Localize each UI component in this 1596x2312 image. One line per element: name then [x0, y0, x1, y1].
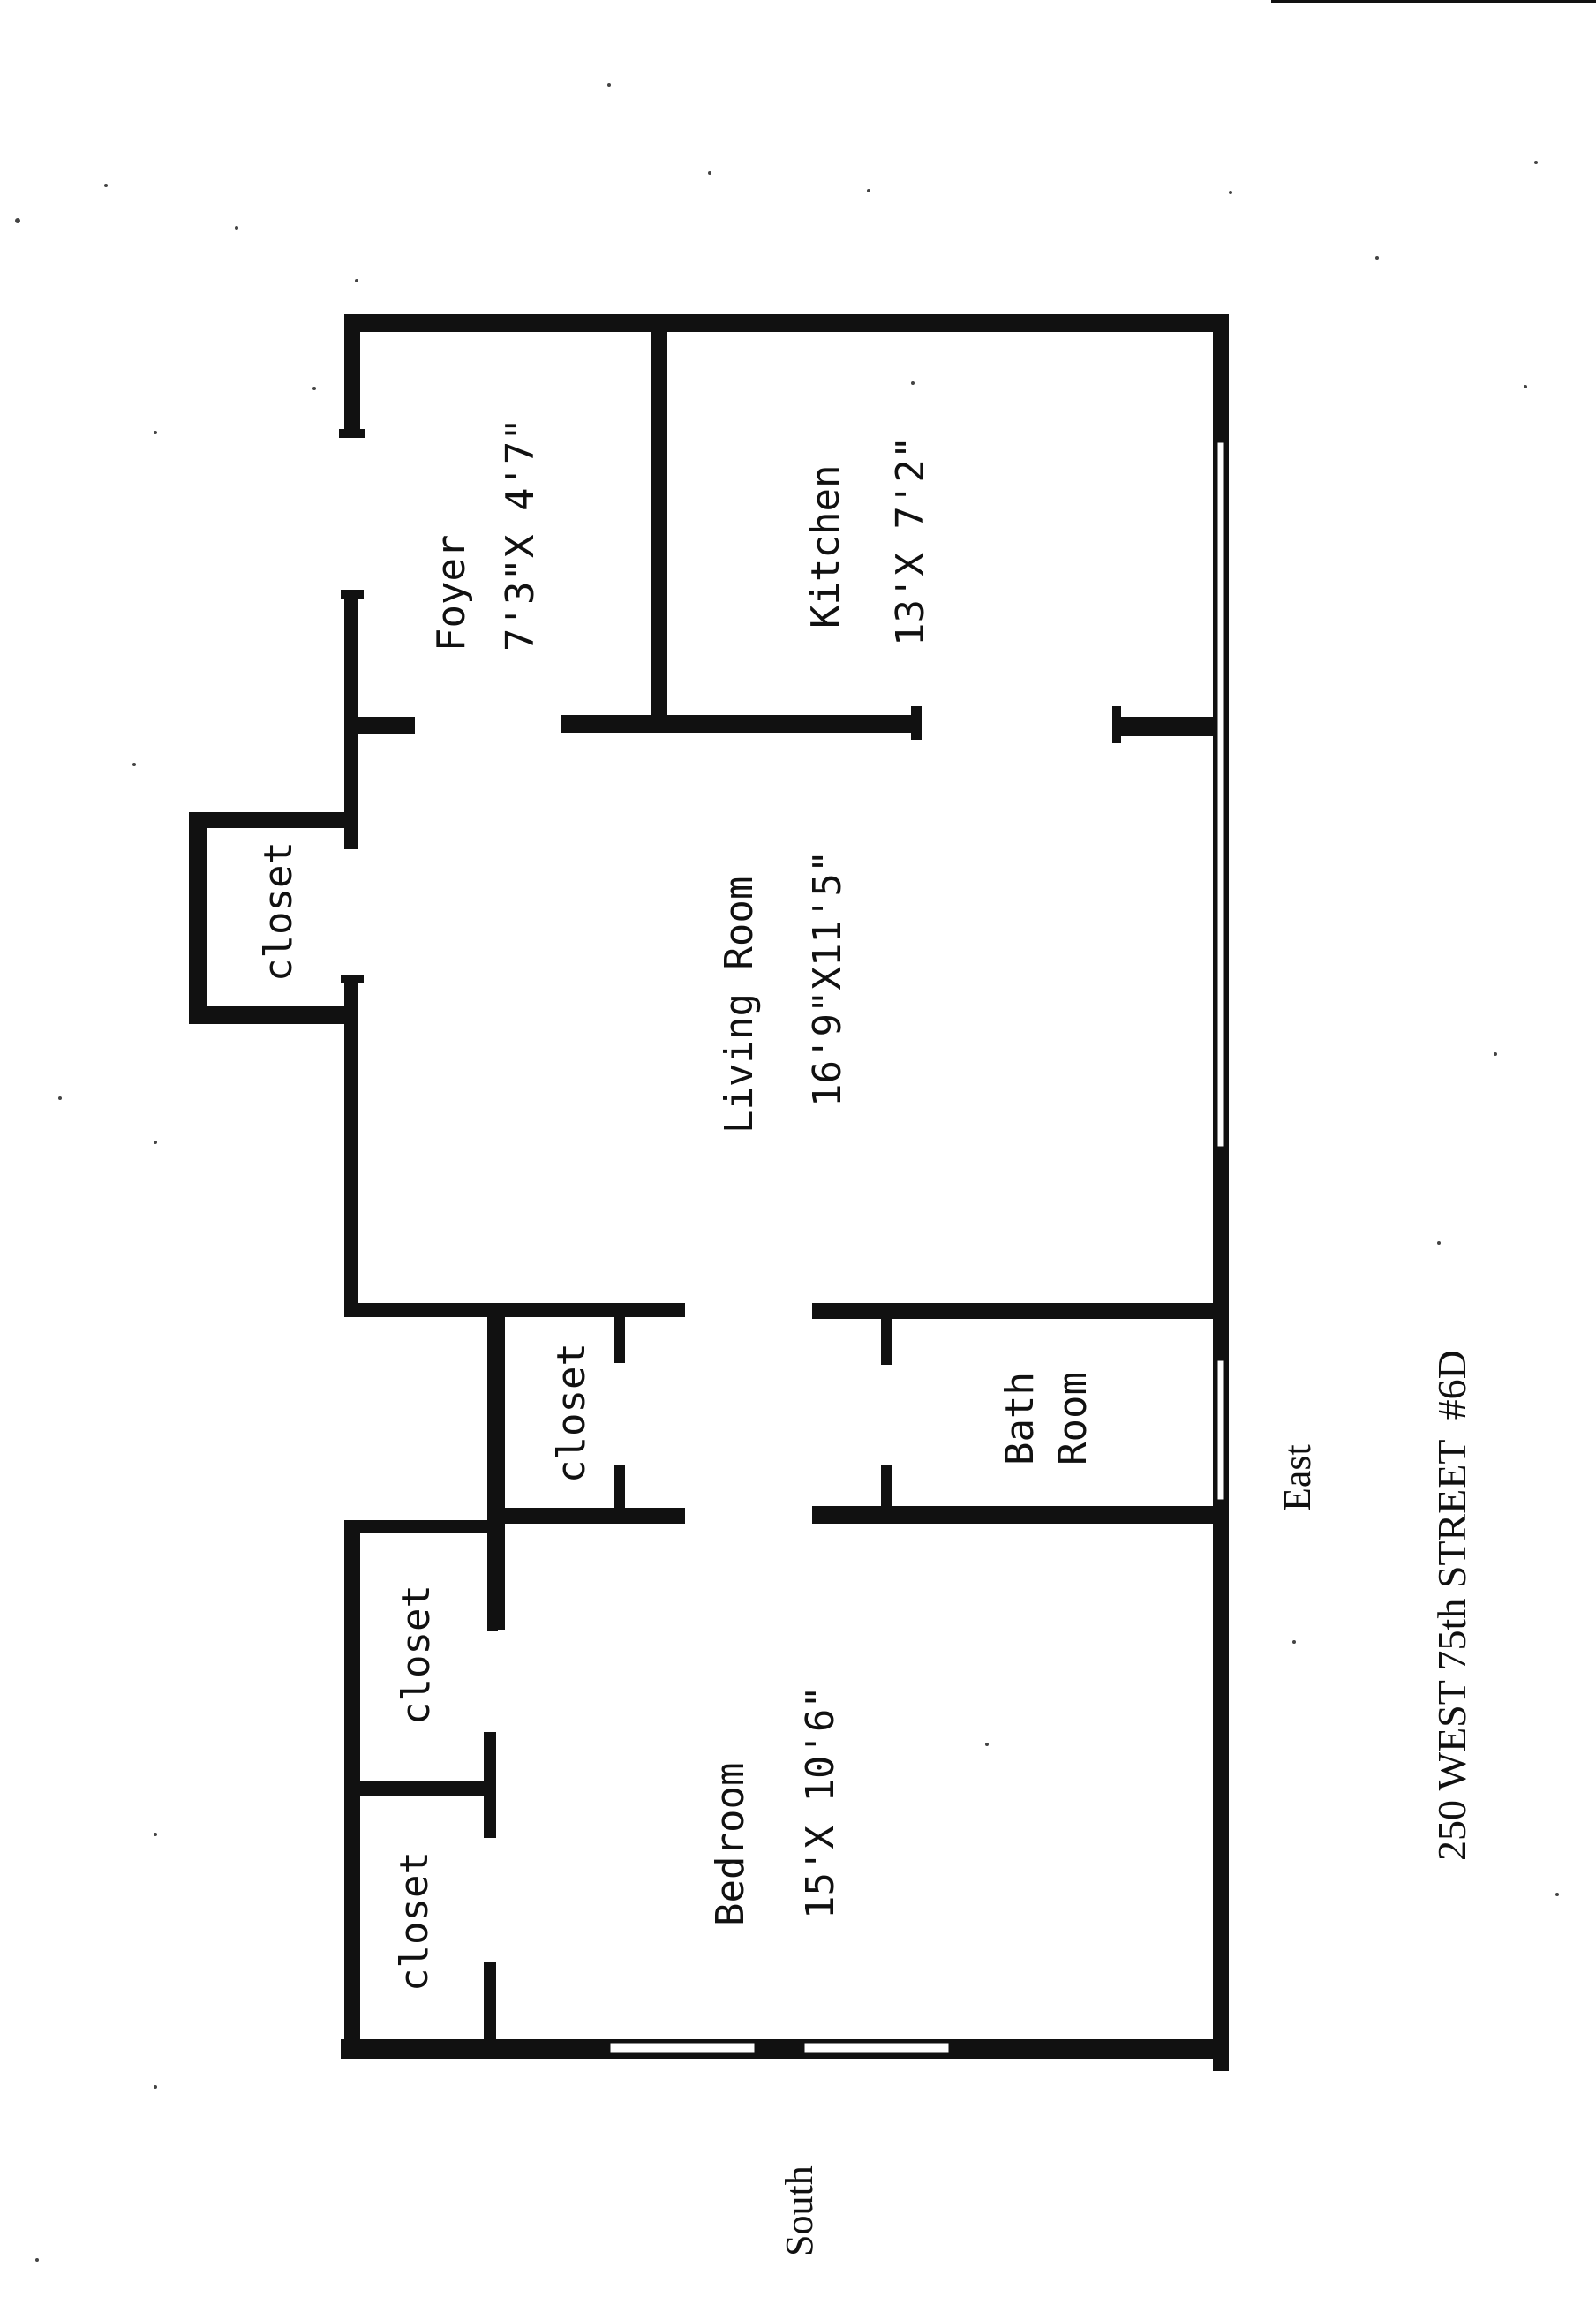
- window-south-1: [607, 2040, 757, 2056]
- room-dims-foyer: 7'3"X 4'7": [498, 418, 543, 651]
- room-label-closet-living: closet: [256, 841, 301, 982]
- door-stub-foyer: [344, 717, 415, 734]
- room-label-closet-hall: closet: [549, 1343, 594, 1483]
- wall-hall-closet-bottom: [487, 1508, 685, 1524]
- wall-left-foyer-top: [344, 314, 360, 438]
- wall-closet-left: [189, 812, 207, 1024]
- windows: [607, 440, 1227, 2056]
- direction-east: East: [1276, 1444, 1319, 1511]
- scan-speckles: [15, 83, 1559, 2262]
- room-label-closet-bedroom-2: closet: [392, 1851, 437, 1992]
- wall-closet-bottom: [189, 1006, 358, 1024]
- scan-edge-line: [1271, 0, 1596, 3]
- wall-bedroom-top: [344, 1520, 496, 1533]
- wall-bath-bottom: [812, 1506, 1229, 1524]
- wall-living-bottom-right: [812, 1303, 1229, 1319]
- window-east: [1215, 440, 1227, 1149]
- wall-kitchen-left: [651, 314, 667, 724]
- wall-kitchen-stub-right: [1114, 717, 1229, 736]
- room-label-bedroom: Bedroom: [708, 1763, 753, 1926]
- wall-bedroom-closet-divider: [360, 1781, 493, 1796]
- window-south-2: [802, 2040, 952, 2056]
- wall-bottom: [341, 2039, 1229, 2059]
- wall-closet-top: [189, 812, 358, 828]
- wall-kitchen-bottom: [561, 715, 920, 733]
- room-label-bath-line2: Room: [1050, 1372, 1095, 1465]
- window-east-bath: [1215, 1358, 1227, 1502]
- room-label-kitchen: Kitchen: [803, 465, 848, 629]
- room-label-closet-bedroom-1: closet: [394, 1585, 439, 1725]
- wall-left-bedroom: [344, 1524, 360, 2059]
- wall-top: [344, 314, 1229, 332]
- room-dims-bedroom: 15'X 10'6": [798, 1685, 843, 1919]
- direction-south: South: [778, 2165, 821, 2256]
- room-dims-living-room: 16'9"X11'5": [805, 850, 850, 1107]
- room-label-living-room: Living Room: [717, 877, 762, 1133]
- room-dims-kitchen: 13'X 7'2": [888, 436, 933, 646]
- wall-living-bottom-left: [344, 1303, 685, 1317]
- room-label-bath-line1: Bath: [998, 1372, 1043, 1465]
- wall-left-living: [344, 978, 358, 1314]
- address-label: 250 WEST 75th STREET #6D: [1429, 1350, 1474, 1861]
- room-label-foyer: Foyer: [429, 535, 474, 651]
